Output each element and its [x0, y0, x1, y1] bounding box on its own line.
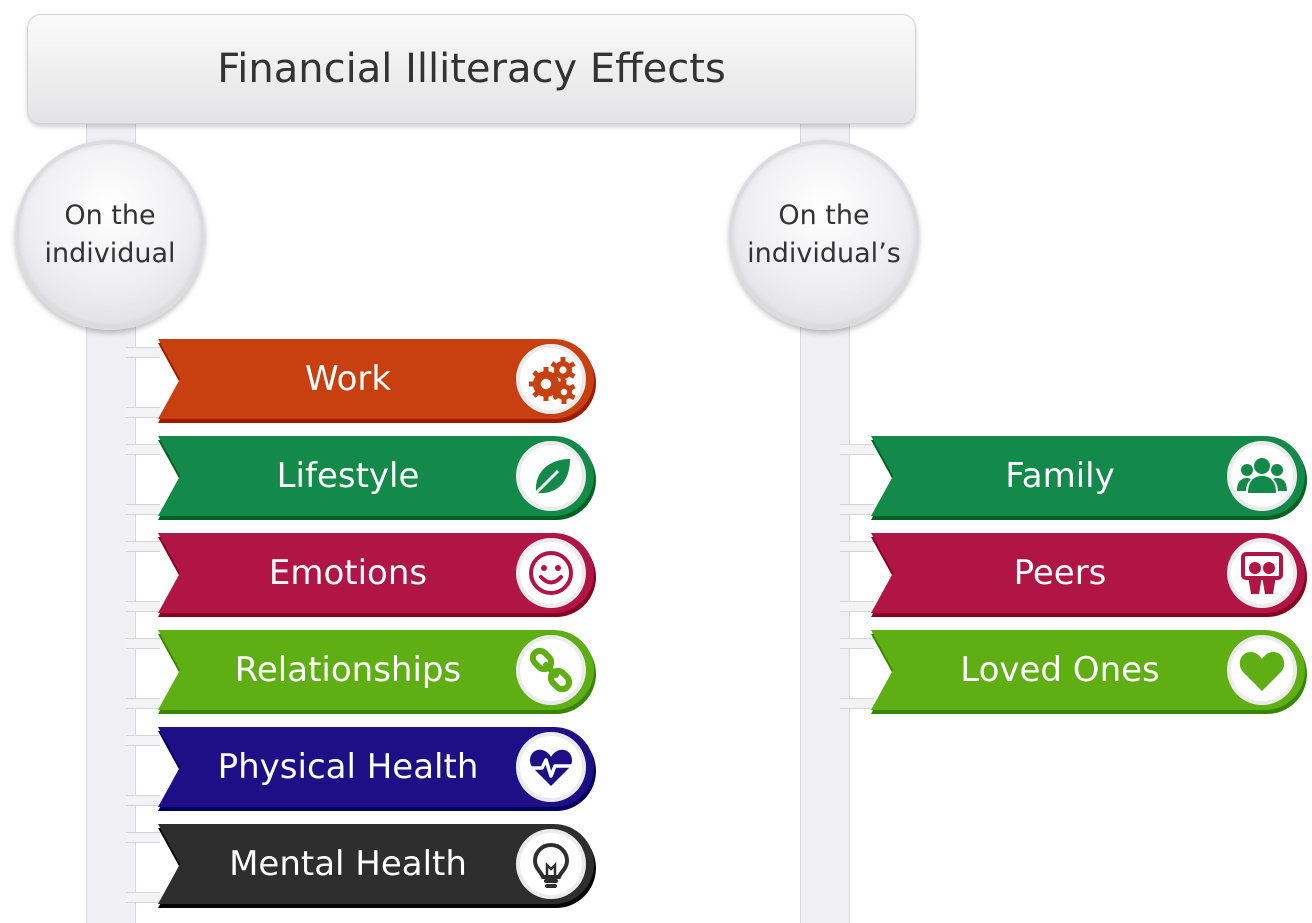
ribbon-hook	[840, 601, 874, 612]
ribbon-shape	[158, 727, 596, 811]
chain-link-icon-badge	[516, 635, 586, 705]
ribbon-label: Relationships	[234, 650, 462, 690]
ribbon-peers: Peers	[871, 533, 1309, 619]
ribbon-hook	[126, 832, 160, 843]
heart-icon-badge	[1227, 635, 1297, 705]
ribbon-shape	[158, 533, 596, 617]
ribbon-hook	[126, 601, 160, 612]
ribbon-label: Loved Ones	[960, 650, 1160, 690]
ribbon-hook	[126, 407, 160, 418]
chain-link-icon	[529, 647, 573, 693]
gears-icon-badge	[516, 344, 586, 414]
ribbon-mental-health: Mental Health	[158, 824, 598, 910]
ribbon-label: Work	[304, 359, 392, 399]
smiley-icon	[529, 551, 573, 595]
ribbon-loved-ones: Loved Ones	[871, 630, 1309, 716]
smiley-icon-badge	[516, 538, 586, 608]
ribbon-lifestyle: Lifestyle	[158, 436, 598, 522]
ribbon-shape	[871, 436, 1307, 520]
ribbon-label: Emotions	[268, 553, 428, 593]
right-heading-line2: individual’s	[747, 238, 901, 269]
ribbon-label: Physical Health	[217, 747, 479, 787]
right-heading-line1: On the	[778, 200, 870, 231]
lightbulb-icon-badge	[516, 829, 586, 899]
ribbon-shape	[158, 339, 596, 423]
diagram-title: Financial Illiteracy Effects	[217, 46, 726, 92]
ribbon-family: Family	[871, 436, 1309, 522]
ribbon-shape	[158, 824, 596, 908]
ribbon-hook	[840, 541, 874, 552]
ribbon-label: Family	[1005, 456, 1115, 496]
ribbon-label: Peers	[1013, 553, 1107, 593]
peers-icon	[1241, 552, 1283, 594]
ribbon-hook	[840, 638, 874, 649]
ribbon-shape	[871, 630, 1307, 714]
heartbeat-icon-badge	[516, 732, 586, 802]
ribbon-relationships: Relationships	[158, 630, 598, 716]
ribbon-hook	[126, 698, 160, 709]
heart-icon	[1239, 651, 1285, 691]
group-icon	[1237, 458, 1287, 493]
ribbon-hook	[126, 541, 160, 552]
ribbon-hook	[126, 795, 160, 806]
ribbon-hook	[126, 892, 160, 903]
title-banner: Financial Illiteracy Effects	[27, 14, 916, 124]
group-icon-badge	[1227, 441, 1297, 511]
ribbon-shape	[158, 436, 596, 520]
ribbon-hook	[126, 638, 160, 649]
ribbon-emotions: Emotions	[158, 533, 598, 619]
ribbon-hook	[840, 698, 874, 709]
heartbeat-icon	[529, 749, 573, 786]
ribbon-hook	[840, 504, 874, 515]
ribbon-hook	[126, 735, 160, 746]
ribbon-label: Lifestyle	[276, 456, 420, 496]
ribbon-label: Mental Health	[229, 844, 467, 884]
left-heading-line2: individual	[44, 238, 176, 269]
leaf-icon	[534, 459, 570, 495]
ribbon-work: Work	[158, 339, 598, 425]
left-heading-circle: On the individual	[15, 140, 205, 330]
ribbon-hook	[126, 347, 160, 358]
ribbon-hook	[126, 504, 160, 515]
lightbulb-icon	[532, 842, 570, 888]
ribbon-hook	[126, 444, 160, 455]
ribbon-shape	[871, 533, 1307, 617]
ribbon-shape	[158, 630, 596, 714]
peers-icon-badge	[1227, 538, 1297, 608]
leaf-icon-badge	[516, 441, 586, 511]
gears-icon	[529, 357, 576, 404]
ribbon-physical-health: Physical Health	[158, 727, 598, 813]
left-heading-line1: On the	[64, 200, 156, 231]
right-heading-circle: On the individual’s	[729, 140, 919, 330]
ribbon-hook	[840, 444, 874, 455]
